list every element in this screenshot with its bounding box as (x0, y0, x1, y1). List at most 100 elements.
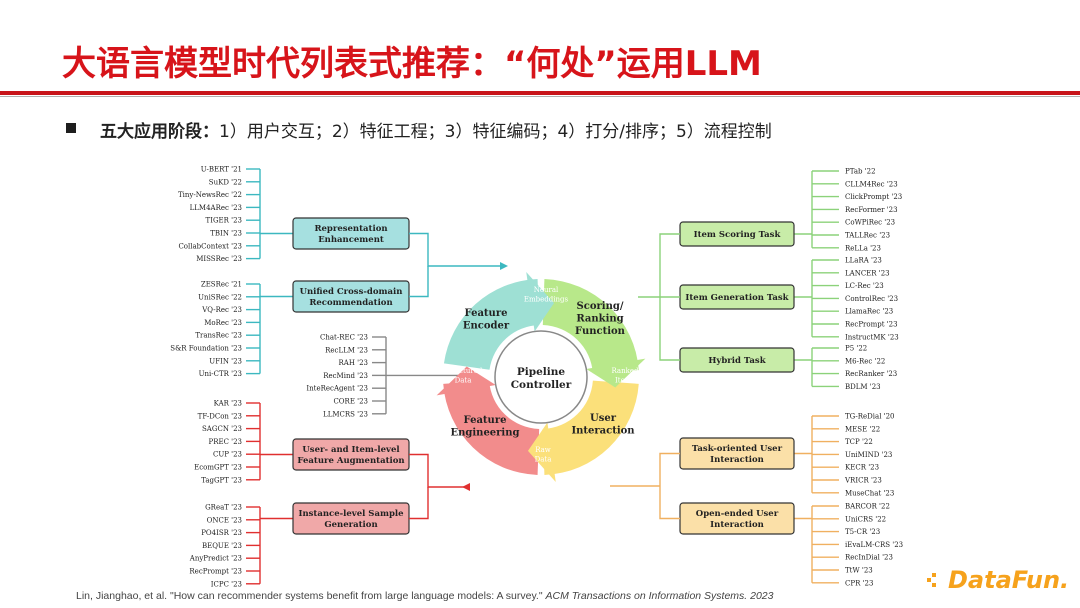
item-label: LLM4ARec '23 (190, 204, 242, 212)
item-label: CLLM4Rec '23 (845, 180, 898, 188)
structured-data-label: Structured (444, 367, 483, 375)
citation-text: Lin, Jianghao, et al. "How can recommend… (76, 590, 546, 602)
ranked-items-label: Ranked (612, 367, 639, 375)
cycle-arrow-icon (527, 422, 556, 482)
arrowhead-icon (462, 483, 470, 491)
item-label: MuseChat '23 (845, 489, 894, 497)
feature-engineering-label: Engineering (450, 428, 519, 439)
box-item-generation-label: Item Generation Task (685, 293, 789, 303)
raw-data-label: Data (535, 456, 552, 464)
connector-line (409, 453, 470, 488)
item-label: RecRanker '23 (845, 370, 897, 378)
segment-scoring-ranking (542, 279, 639, 374)
segment-feature-engineering (443, 380, 540, 475)
user-interaction-label: User (590, 413, 617, 424)
citation-journal: ACM Transactions on Information Systems.… (545, 590, 774, 602)
item-label: ClickPrompt '23 (845, 193, 902, 201)
controller-item-label: Chat-REC '23 (320, 334, 368, 342)
box-open-ended-label: Interaction (710, 520, 764, 530)
item-label: BARCOR '22 (845, 503, 890, 511)
bullet-line: 五大应用阶段：1）用户交互；2）特征工程；3）特征编码；4）打分/排序；5）流程… (100, 117, 772, 142)
item-label: KAR '23 (214, 400, 242, 408)
box-item-scoring-label: Item Scoring Task (694, 230, 782, 240)
item-label: InstructMK '23 (845, 333, 899, 341)
item-label: PREC '23 (208, 438, 242, 446)
box-task-oriented-label: Task-oriented User (692, 444, 783, 454)
item-label: LLaRA '23 (845, 257, 882, 265)
connector-line (409, 232, 500, 267)
logo-text: DataFun. (948, 566, 1070, 594)
item-label: PTab '22 (845, 168, 876, 176)
box-representation-enhancement-label: Enhancement (318, 235, 384, 245)
item-label: ZESRec '21 (201, 281, 242, 289)
neural-embeddings-label: Neural (534, 286, 559, 294)
controller-item-label: RecMind '23 (323, 372, 368, 380)
item-label: PO4ISR '23 (201, 529, 242, 537)
cycle-arrow-icon (526, 272, 555, 332)
title-underline-thin (0, 96, 1080, 97)
connector-line (409, 266, 429, 298)
item-label: SuKD '22 (209, 178, 242, 186)
box-feature-augmentation-label: User- and Item-level (302, 445, 400, 455)
pipeline-controller-label: Pipeline (517, 366, 566, 378)
item-label: KECR '23 (845, 464, 879, 472)
item-label: CUP '23 (213, 451, 242, 459)
item-label: GReaT '23 (205, 504, 242, 512)
cycle-arrow-icon (586, 358, 646, 388)
item-label: RecPrompt '23 (189, 568, 242, 576)
item-label: ONCE '23 (207, 516, 242, 524)
page-title: 大语言模型时代列表式推荐：“何处”运用LLM (62, 44, 762, 84)
item-label: Tiny-NewsRec '22 (178, 191, 242, 199)
item-label: CPR '23 (845, 579, 873, 587)
datafun-logo-icon (927, 573, 936, 587)
box-representation-enhancement-label: Representation (314, 224, 387, 234)
scoring-ranking-label: Function (575, 326, 626, 337)
item-label: ReLLa '23 (845, 244, 881, 252)
citation: Lin, Jianghao, et al. "How can recommend… (76, 590, 774, 602)
item-label: TALLRec '23 (845, 232, 890, 240)
user-interaction-label: Interaction (571, 426, 635, 437)
item-label: S&R Foundation '23 (170, 345, 242, 353)
item-label: Uni-CTR '23 (199, 370, 242, 378)
feature-encoder-label: Encoder (463, 321, 510, 332)
item-label: TCP '22 (845, 438, 873, 446)
box-unified-cross-domain-label: Unified Cross-domain (300, 287, 403, 297)
item-label: ICPC '23 (211, 580, 242, 588)
item-label: BDLM '23 (845, 383, 881, 391)
bullet-square-icon (66, 123, 76, 133)
item-label: LC-Rec '23 (845, 282, 884, 290)
item-label: M6-Rec '22 (845, 357, 885, 365)
raw-data-label: Raw (535, 446, 551, 454)
item-label: MoRec '23 (204, 319, 242, 327)
arrowhead-icon (500, 262, 508, 270)
item-label: BEQUE '23 (202, 542, 242, 550)
item-label: T5-CR '23 (845, 528, 880, 536)
connector-line (659, 452, 680, 520)
item-label: RecFormer '23 (845, 206, 898, 214)
title-underline (0, 91, 1080, 95)
item-label: CollabContext '23 (178, 242, 242, 250)
bullet-head: 五大应用阶段： (100, 122, 219, 142)
item-label: P5 '22 (845, 345, 867, 353)
pipeline-controller-circle (494, 330, 588, 424)
box-sample-generation-label: Generation (324, 520, 377, 530)
item-label: TIGER '23 (206, 217, 242, 225)
datafun-logo: DataFun. (928, 566, 1069, 594)
controller-item-label: RAH '23 (339, 359, 369, 367)
controller-item-label: InteRecAgent '23 (306, 385, 368, 393)
item-label: iEvaLM-CRS '23 (845, 541, 903, 549)
item-label: VQ-Rec '23 (201, 306, 242, 314)
item-label: RecPrompt '23 (845, 321, 898, 329)
neural-embeddings-label: Embeddings (524, 296, 569, 304)
item-label: AnyPredict '23 (189, 555, 242, 563)
item-label: VRICR '23 (844, 477, 882, 485)
segment-user-interaction (542, 380, 639, 475)
item-label: ControlRec '23 (845, 295, 898, 303)
cycle-arrow-icon (436, 366, 496, 396)
item-label: UniMIND '23 (845, 451, 892, 459)
scoring-ranking-label: Scoring/ (577, 301, 624, 312)
bullet-body: 1）用户交互；2）特征工程；3）特征编码；4）打分/排序；5）流程控制 (219, 122, 772, 142)
item-label: RecInDial '23 (845, 554, 893, 562)
item-label: U-BERT '21 (201, 166, 242, 174)
